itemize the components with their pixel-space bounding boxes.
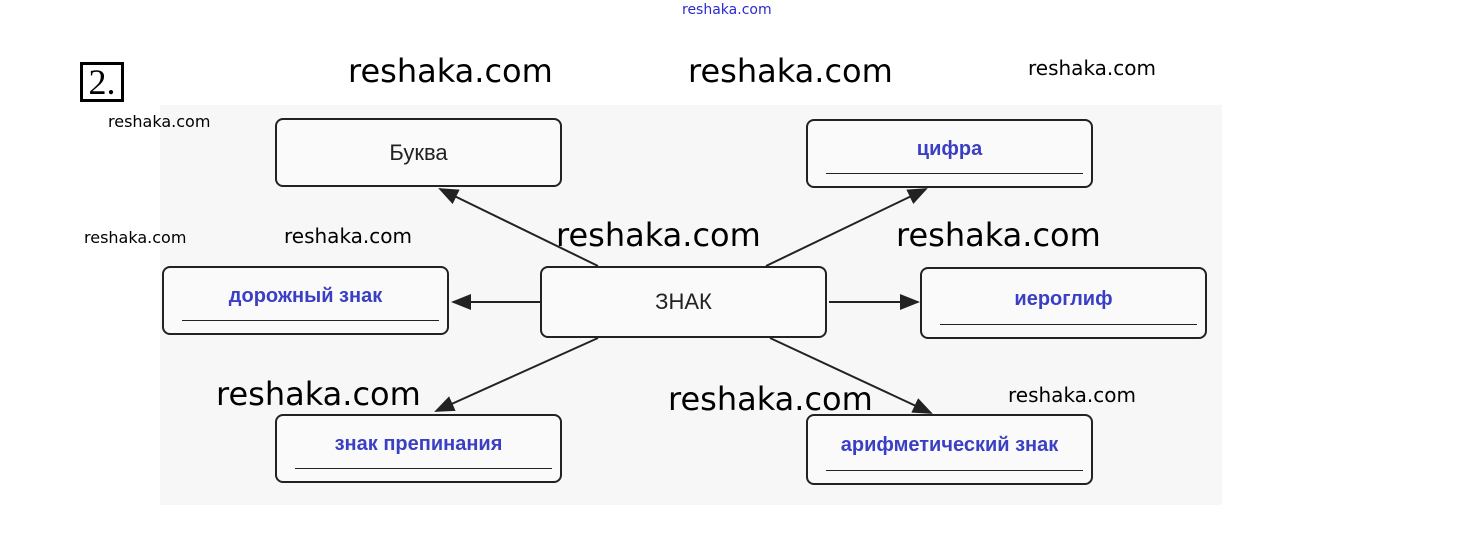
answer-line <box>940 324 1197 325</box>
task-number: 2. <box>80 62 124 102</box>
arrow-to-digit <box>765 188 928 267</box>
node-punctuation-answer: знак препинания <box>334 433 503 455</box>
node-center-label: ЗНАК <box>655 289 712 314</box>
node-letter: Буква <box>275 118 562 187</box>
watermark: reshaka.com <box>688 52 893 90</box>
arrow-to-punctuation <box>434 337 599 412</box>
watermark: reshaka.com <box>216 375 421 413</box>
node-hieroglyph: иероглиф <box>920 267 1207 339</box>
node-letter-label: Буква <box>389 139 448 165</box>
answer-line <box>826 470 1083 471</box>
node-digit-answer: цифра <box>916 138 983 160</box>
arrow-to-arithmetic <box>769 337 933 414</box>
watermark: reshaka.com <box>284 224 412 248</box>
watermark: reshaka.com <box>1028 56 1156 80</box>
node-road-sign: дорожный знак <box>162 266 449 335</box>
node-center: ЗНАК <box>540 266 827 338</box>
watermark: reshaka.com <box>1008 383 1136 407</box>
watermark: reshaka.com <box>108 112 211 131</box>
node-road-sign-answer: дорожный знак <box>228 285 383 307</box>
answer-line <box>182 320 439 321</box>
watermark: reshaka.com <box>556 216 761 254</box>
watermark: reshaka.com <box>682 2 772 18</box>
watermark: reshaka.com <box>896 216 1101 254</box>
node-arithmetic-answer: арифметический знак <box>840 434 1059 456</box>
watermark: reshaka.com <box>668 380 873 418</box>
answer-line <box>295 468 552 469</box>
watermark: reshaka.com <box>348 52 553 90</box>
node-hieroglyph-answer: иероглиф <box>1014 287 1113 310</box>
arrow-to-letter <box>438 188 599 267</box>
node-arithmetic: арифметический знак <box>806 414 1093 485</box>
answer-line <box>826 173 1083 174</box>
watermark: reshaka.com <box>84 228 187 247</box>
node-punctuation: знак препинания <box>275 414 562 483</box>
node-digit: цифра <box>806 119 1093 188</box>
